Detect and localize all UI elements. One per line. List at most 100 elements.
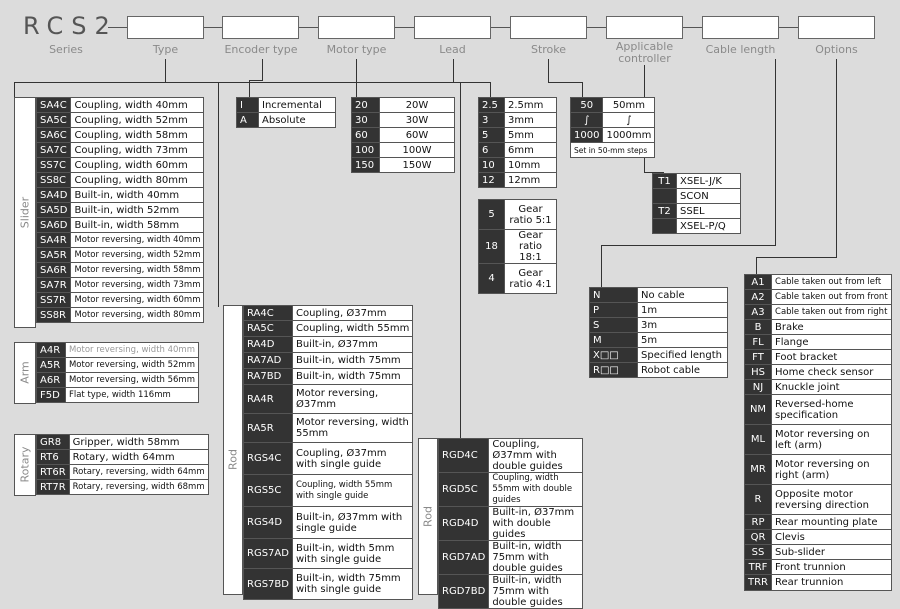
- code-cell: 4: [478, 263, 505, 294]
- description-cell: Sub-slider: [771, 544, 892, 560]
- code-cell: RGS4C: [243, 442, 293, 475]
- description-cell: Built-in, width 75mm with double guides: [488, 574, 583, 609]
- code-cell: SA4D: [35, 187, 72, 203]
- code-cell: RT7R: [36, 479, 70, 495]
- code-cell: SS8R: [35, 307, 72, 323]
- description-cell: Built-in, width 75mm: [291, 368, 414, 385]
- code-cell: RA7AD: [243, 352, 293, 369]
- description-cell: Coupling, width 55mm with double guides: [488, 472, 583, 507]
- connector-line: [249, 80, 250, 98]
- slider-group-side: [14, 97, 36, 328]
- code-cell: 3: [478, 112, 505, 128]
- options-slot: [798, 16, 875, 39]
- code-cell: SS7R: [35, 292, 72, 308]
- rod-double-group-label: Rod: [421, 506, 435, 527]
- code-cell: S: [589, 317, 638, 333]
- description-cell: Coupling, Ø37mm: [291, 305, 414, 321]
- code-cell: N: [589, 287, 638, 303]
- description-cell: 150W: [379, 157, 455, 173]
- separator: [299, 27, 318, 28]
- description-cell: Motor reversing, Ø37mm: [291, 384, 414, 414]
- code-cell: SA5R: [35, 247, 72, 263]
- code-cell: 18: [478, 229, 505, 264]
- description-cell: Robot cable: [637, 362, 728, 378]
- connector-line: [218, 82, 219, 307]
- code-cell: RA5C: [243, 320, 293, 337]
- description-cell: Coupling, width 73mm: [70, 142, 205, 158]
- description-cell: 50mm: [602, 97, 656, 113]
- stroke-header: Stroke: [530, 43, 567, 56]
- description-cell: XSEL-P/Q: [676, 218, 741, 234]
- description-cell: Coupling, width 55mm: [291, 320, 414, 337]
- code-cell: SA6D: [35, 217, 72, 233]
- rotary-group-label: Rotary: [18, 446, 32, 483]
- description-cell: Gear ratio 18:1: [504, 229, 557, 264]
- code-cell: A3: [743, 304, 773, 320]
- connector-line: [775, 59, 776, 246]
- code-cell: GR8: [36, 434, 70, 450]
- description-cell: Built-in, Ø37mm with double guides: [488, 506, 583, 541]
- code-cell: 2.5: [478, 97, 505, 113]
- stroke-note: Set in 50-mm steps: [569, 142, 656, 158]
- code-cell: 6: [478, 142, 505, 158]
- rod-group-label: Rod: [226, 449, 240, 470]
- description-cell: 20W: [379, 97, 455, 113]
- description-cell: Clevis: [771, 529, 892, 545]
- connector-line: [453, 82, 491, 83]
- stroke-note-row: Set in 50-mm steps: [569, 142, 656, 158]
- separator: [204, 27, 222, 28]
- code-cell: ∫: [569, 112, 604, 128]
- code-cell: RGS7AD: [243, 538, 293, 569]
- description-cell: 2.5mm: [504, 97, 557, 113]
- code-cell: SS: [743, 544, 773, 560]
- encoder-slot: [222, 16, 299, 39]
- code-cell: 10: [478, 157, 505, 173]
- description-cell: 5m: [637, 332, 728, 348]
- connector-line: [14, 82, 461, 83]
- code-cell: SA5D: [35, 202, 72, 218]
- code-cell: A4R: [36, 342, 66, 358]
- lead-slot: [414, 16, 491, 39]
- connector-line: [601, 245, 776, 246]
- description-cell: Reversed-home specification: [771, 394, 892, 425]
- code-cell: A2: [743, 289, 773, 305]
- description-cell: Motor reversing, width 80mm: [70, 307, 205, 323]
- code-cell: R□□: [589, 362, 638, 378]
- description-cell: 3m: [637, 317, 728, 333]
- code-cell: SS7C: [35, 157, 72, 173]
- code-cell: RGD7AD: [437, 540, 490, 575]
- description-cell: SSEL: [676, 203, 741, 219]
- connector-line: [460, 82, 461, 439]
- description-cell: Flat type, width 116mm: [64, 387, 200, 403]
